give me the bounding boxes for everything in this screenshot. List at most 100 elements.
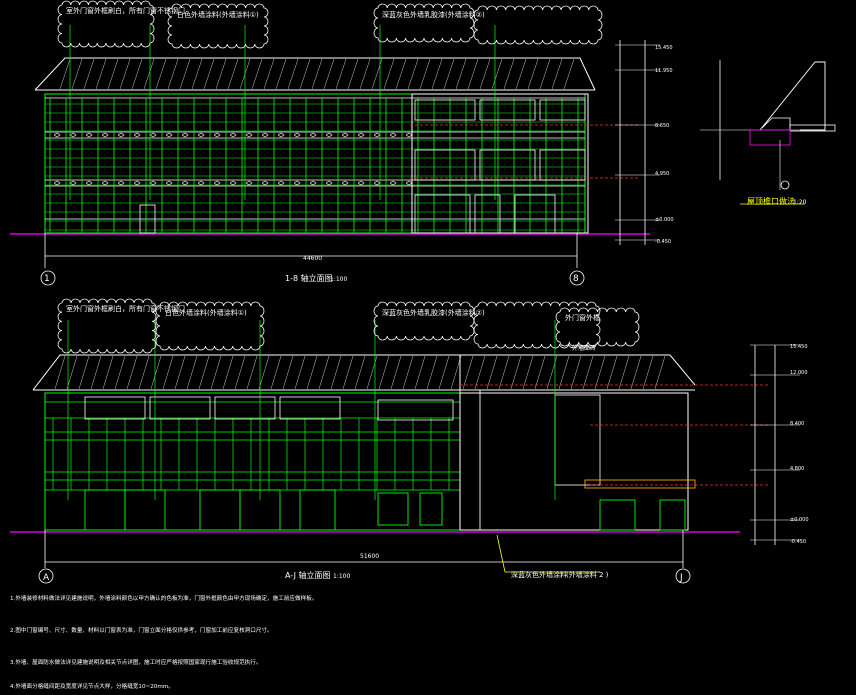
level-top-5: -0.450 <box>655 239 671 245</box>
decor-diamond <box>53 132 61 138</box>
roof-tile-line <box>150 355 162 390</box>
roof-tile-line <box>227 58 239 90</box>
roof-tile-line <box>630 355 642 390</box>
label-window-frame: 外门窗外框 <box>565 313 600 322</box>
roof-tile-line <box>510 355 522 390</box>
roof-tile-line <box>359 58 371 90</box>
roof-tile-line <box>323 58 335 90</box>
decor-diamond <box>117 180 125 186</box>
roof-tile-line <box>90 355 102 390</box>
elevation-1-8-total-dim: 44600 <box>303 255 322 262</box>
decor-diamond <box>373 132 381 138</box>
level-bottom-0: 15.450 <box>790 344 808 350</box>
roof-tile-line <box>498 355 510 390</box>
detail-beam <box>749 129 791 146</box>
roof-tile-line <box>503 58 515 90</box>
decor-diamond <box>389 180 397 186</box>
roof-tile-line <box>618 355 630 390</box>
roof-tile-line <box>479 58 491 90</box>
decor-diamond <box>309 132 317 138</box>
ground-window <box>419 492 443 526</box>
roof-tile-line <box>558 355 570 390</box>
roof-tile-line <box>371 58 383 90</box>
roof-tile-line <box>275 58 287 90</box>
roof-tile-line <box>390 355 402 390</box>
decor-diamond <box>181 132 189 138</box>
roof-tile-line <box>138 355 150 390</box>
roof-tile-line <box>311 58 323 90</box>
roof-tile-line <box>467 58 479 90</box>
axis-bubble-a <box>38 568 54 584</box>
decor-diamond <box>357 132 365 138</box>
window-frame <box>377 399 454 421</box>
roof-tile-line <box>263 58 275 90</box>
decor-diamond <box>277 132 285 138</box>
decor-diamond <box>149 180 157 186</box>
roof-tile-line <box>210 355 222 390</box>
decor-diamond <box>245 180 253 186</box>
axis-bubble-8-label: 8 <box>573 274 579 284</box>
decor-diamond <box>293 180 301 186</box>
decor-diamond <box>373 180 381 186</box>
level-top-2: 8.650 <box>655 123 669 129</box>
window-frame <box>414 99 476 121</box>
roof-tile-line <box>654 355 666 390</box>
roof-tile-line <box>419 58 431 90</box>
roof-tile-line <box>407 58 419 90</box>
note-3: 3.外墙、屋面防水做法详见建施说明及相关节点详图，施工时应严格按照国家现行施工验… <box>10 658 261 666</box>
callout-cloud-8 <box>473 301 601 349</box>
window-frame <box>414 149 476 181</box>
decor-diamond <box>357 180 365 186</box>
roof-tile-line <box>570 355 582 390</box>
level-top-0: 15.450 <box>655 45 673 51</box>
roof-tile-line <box>402 355 414 390</box>
decor-diamond <box>117 132 125 138</box>
ground-window <box>84 489 126 531</box>
decor-diamond <box>133 180 141 186</box>
detail-slab <box>789 124 836 132</box>
roof-tile-line <box>155 58 167 90</box>
roof-tile-line <box>143 58 155 90</box>
callout-cloud-5 <box>57 298 157 354</box>
roof-tile-line <box>354 355 366 390</box>
decor-diamond <box>293 132 301 138</box>
roof-tile-line <box>287 58 299 90</box>
elevation-1-8-title: 1-8 轴立面图 <box>285 273 333 283</box>
detail-title: 屋顶檐口做法 <box>747 196 795 206</box>
drawing-structure <box>10 0 836 584</box>
level-top-1: 11.950 <box>655 68 673 74</box>
roof-outline-top <box>34 57 596 91</box>
decor-diamond <box>261 132 269 138</box>
callout-cloud-4 <box>473 5 603 45</box>
window-frame <box>149 396 211 420</box>
roof-tile-line <box>378 355 390 390</box>
decor-diamond <box>53 180 61 186</box>
roof-tile-line <box>431 58 443 90</box>
decor-diamond <box>213 180 221 186</box>
level-bottom-2: 8.400 <box>790 421 804 427</box>
roof-tile-line <box>234 355 246 390</box>
roof-tile-line <box>299 58 311 90</box>
roof-tile-line <box>462 355 474 390</box>
decor-diamond <box>325 132 333 138</box>
roof-tile-line <box>102 355 114 390</box>
roof-tile-line <box>78 355 90 390</box>
roof-tile-line <box>54 355 66 390</box>
roof-tile-line <box>450 355 462 390</box>
roof-tile-line <box>222 355 234 390</box>
decor-diamond <box>101 132 109 138</box>
window-frame <box>539 149 586 181</box>
callout-cloud-1 <box>57 0 155 48</box>
roof-tile-line <box>198 355 210 390</box>
roof-tile-line <box>246 355 258 390</box>
ground-window <box>299 489 336 531</box>
roof-tile-line <box>491 58 503 90</box>
window-frame <box>554 394 601 486</box>
roof-tile-line <box>83 58 95 90</box>
window-frame <box>84 396 146 420</box>
window-frame <box>479 149 536 181</box>
callout-1-8-b: 白色外墙涂料(外墙涂料①) <box>177 10 259 19</box>
roof-tile-line <box>486 355 498 390</box>
decor-diamond <box>197 132 205 138</box>
